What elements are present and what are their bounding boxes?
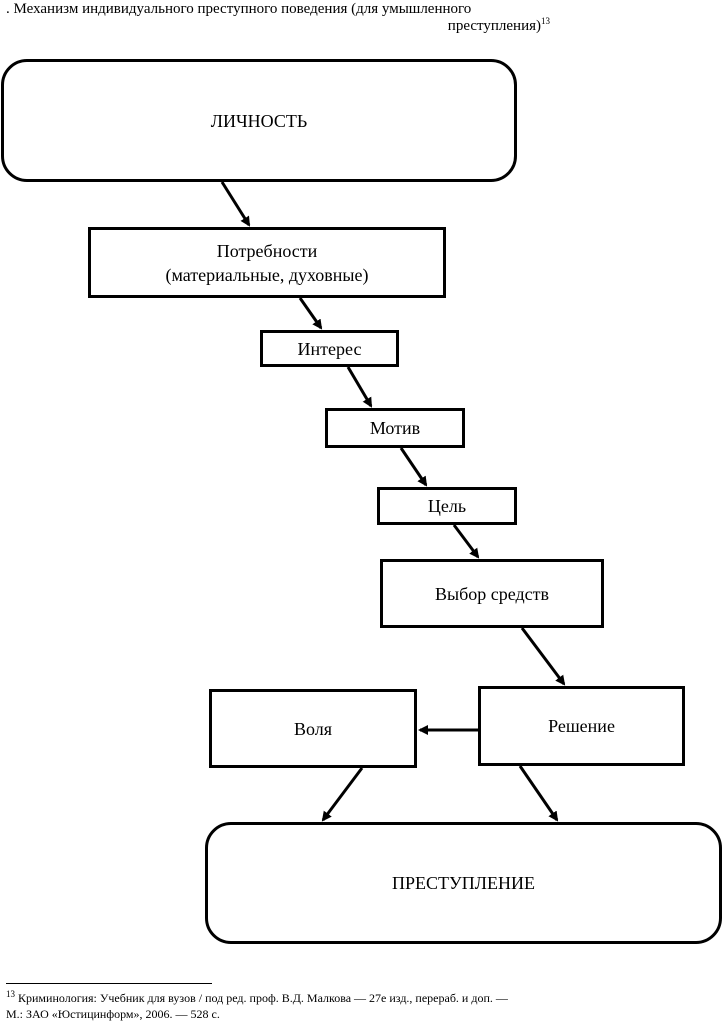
node-volya: Воля <box>209 689 417 768</box>
node-vybor-sredstv-label: Выбор средств <box>434 583 549 604</box>
footnote-line-2: М.: ЗАО «Юстицинформ», 2006. — 528 с. <box>6 1007 220 1022</box>
node-prestuplenie-label: ПРЕСТУПЛЕНИЕ <box>392 873 535 893</box>
node-lichnost: ЛИЧНОСТЬ <box>1 59 517 182</box>
node-potrebnosti: Потребности (материальные, духовные) <box>88 227 446 298</box>
node-prestuplenie: ПРЕСТУПЛЕНИЕ <box>205 822 722 944</box>
figure-caption-line-1: . Механизм индивидуального преступного п… <box>6 1 472 17</box>
node-potrebnosti-label: Потребности <box>216 240 318 261</box>
arrow-reshenie-to-prestuplenie <box>518 765 559 822</box>
footnote-line-1: 13 Криминология: Учебник для вузов / под… <box>6 989 508 1006</box>
node-volya-label: Воля <box>293 718 333 739</box>
node-interes: Интерес <box>260 330 399 367</box>
arrow-potrebnosti-to-interes <box>298 297 323 330</box>
arrow-interes-to-motiv <box>346 366 373 408</box>
arrow-volya-to-prestuplenie <box>321 767 364 822</box>
footnote-text-2: М.: ЗАО «Юстицинформ», 2006. — 528 с. <box>6 1007 220 1021</box>
footnote-text-1: Криминология: Учебник для вузов / под ре… <box>18 991 508 1005</box>
arrow-cel-to-vybor <box>452 524 480 559</box>
node-motiv-label: Мотив <box>369 418 421 438</box>
node-potrebnosti-sublabel: (материальные, духовные) <box>165 264 369 285</box>
node-cel: Цель <box>377 487 517 525</box>
footnote-reference: 13 <box>541 16 550 26</box>
arrow-motiv-to-cel <box>399 447 428 487</box>
arrow-lichnost-to-potrebnosti <box>220 181 251 227</box>
footnote-divider <box>6 983 212 984</box>
node-reshenie: Решение <box>478 686 685 766</box>
footnote-number: 13 <box>6 989 15 999</box>
node-reshenie-label: Решение <box>548 716 615 736</box>
node-motiv: Мотив <box>325 408 465 448</box>
node-cel-label: Цель <box>427 496 467 516</box>
arrow-vybor-to-reshenie <box>520 627 566 686</box>
node-vybor-sredstv: Выбор средств <box>380 559 604 628</box>
node-interes-label: Интерес <box>297 338 362 359</box>
node-lichnost-label: ЛИЧНОСТЬ <box>210 110 308 131</box>
figure-caption-line-2: преступления)13 <box>447 16 550 35</box>
